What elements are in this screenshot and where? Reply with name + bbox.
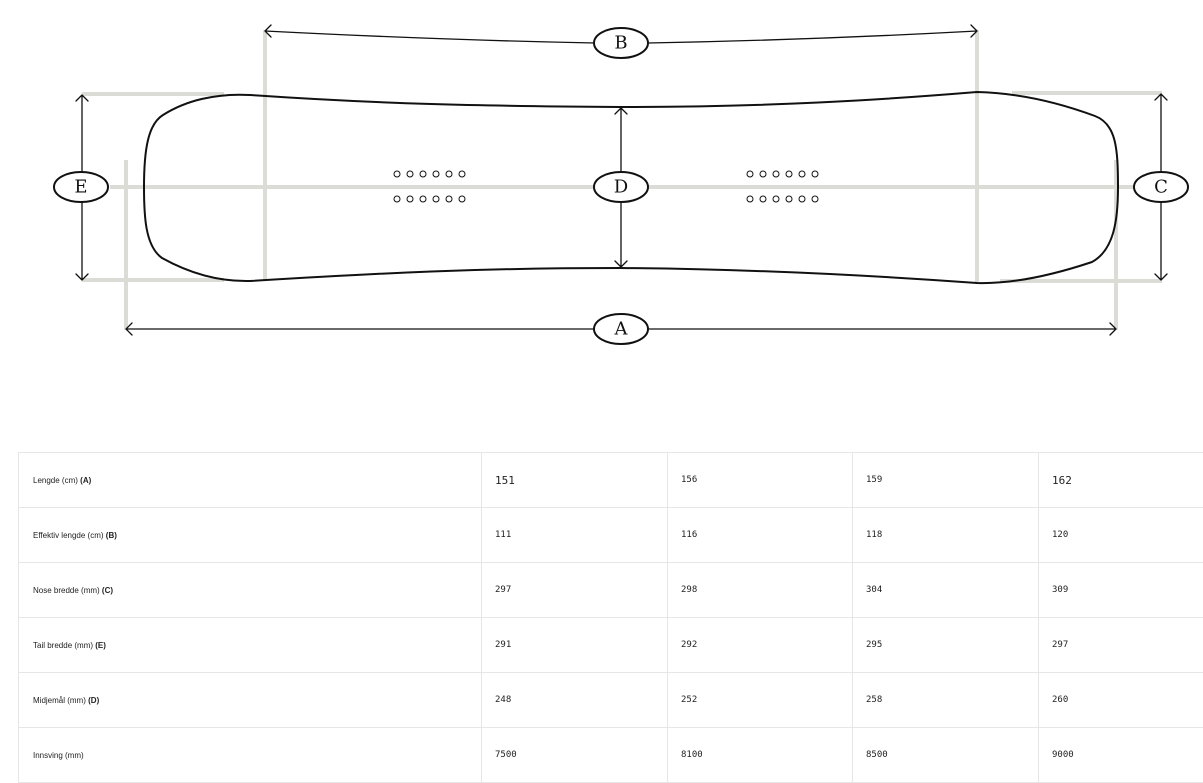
row-label-text: Midjemål (mm) (33, 696, 86, 705)
table-cell: 291 (482, 618, 668, 673)
insert-hole (420, 171, 426, 177)
table-cell: 8500 (853, 728, 1039, 783)
row-label-text: Tail bredde (mm) (33, 641, 93, 650)
table-cell: 162 (1039, 453, 1203, 508)
row-label-text: Lengde (cm) (33, 476, 78, 485)
insert-hole (433, 171, 439, 177)
insert-hole (760, 196, 766, 202)
size-spec-table: Lengde (cm) (A) 151 156 159 162 Effektiv… (18, 452, 1203, 783)
row-label-letter: (A) (80, 476, 91, 485)
insert-hole (747, 171, 753, 177)
row-label: Nose bredde (mm) (C) (19, 563, 482, 618)
table-cell: 8100 (668, 728, 853, 783)
insert-hole (786, 171, 792, 177)
insert-hole (446, 171, 452, 177)
insert-hole (812, 171, 818, 177)
table-cell: 260 (1039, 673, 1203, 728)
insert-hole (433, 196, 439, 202)
table-cell: 159 (853, 453, 1039, 508)
insert-hole (760, 171, 766, 177)
table-cell: 295 (853, 618, 1039, 673)
row-label: Innsving (mm) (19, 728, 482, 783)
insert-hole (420, 196, 426, 202)
insert-hole (407, 171, 413, 177)
label-a: A (614, 319, 629, 340)
table-cell: 309 (1039, 563, 1203, 618)
table-cell: 120 (1039, 508, 1203, 563)
table-row: Lengde (cm) (A) 151 156 159 162 (19, 453, 1203, 508)
insert-hole (394, 196, 400, 202)
insert-hole (407, 196, 413, 202)
insert-hole (747, 196, 753, 202)
table-row: Effektiv lengde (cm) (B) 111 116 118 120 (19, 508, 1203, 563)
row-label-text: Effektiv lengde (cm) (33, 531, 104, 540)
row-label-text: Innsving (mm) (33, 751, 84, 760)
label-b: B (614, 33, 627, 54)
snowboard-dimension-diagram: B A D E C (0, 0, 1203, 400)
row-label-letter: (C) (102, 586, 113, 595)
table-cell: 151 (482, 453, 668, 508)
table-cell: 304 (853, 563, 1039, 618)
table-cell: 9000 (1039, 728, 1203, 783)
diagram-canvas: B A D E C (0, 0, 1203, 400)
row-label: Tail bredde (mm) (E) (19, 618, 482, 673)
table-row: Midjemål (mm) (D) 248 252 258 260 (19, 673, 1203, 728)
insert-hole (773, 171, 779, 177)
table-cell: 298 (668, 563, 853, 618)
table-row: Tail bredde (mm) (E) 291 292 295 297 (19, 618, 1203, 673)
row-label: Lengde (cm) (A) (19, 453, 482, 508)
row-label-letter: (D) (88, 696, 99, 705)
table-cell: 297 (1039, 618, 1203, 673)
table-row: Innsving (mm) 7500 8100 8500 9000 (19, 728, 1203, 783)
table-cell: 116 (668, 508, 853, 563)
insert-hole (786, 196, 792, 202)
table-cell: 248 (482, 673, 668, 728)
insert-hole (446, 196, 452, 202)
row-label: Midjemål (mm) (D) (19, 673, 482, 728)
table-cell: 252 (668, 673, 853, 728)
insert-hole (394, 171, 400, 177)
table-cell: 156 (668, 453, 853, 508)
insert-hole (799, 196, 805, 202)
insert-hole (799, 171, 805, 177)
label-d: D (614, 177, 628, 198)
label-c: C (1154, 177, 1168, 198)
table-cell: 118 (853, 508, 1039, 563)
table-cell: 258 (853, 673, 1039, 728)
insert-hole (459, 196, 465, 202)
insert-hole (459, 171, 465, 177)
row-label-text: Nose bredde (mm) (33, 586, 100, 595)
insert-hole (773, 196, 779, 202)
table-row: Nose bredde (mm) (C) 297 298 304 309 (19, 563, 1203, 618)
row-label-letter: (E) (95, 641, 106, 650)
row-label: Effektiv lengde (cm) (B) (19, 508, 482, 563)
table-cell: 292 (668, 618, 853, 673)
table-cell: 297 (482, 563, 668, 618)
table-cell: 111 (482, 508, 668, 563)
label-e: E (74, 177, 87, 198)
row-label-letter: (B) (106, 531, 117, 540)
insert-hole (812, 196, 818, 202)
table-cell: 7500 (482, 728, 668, 783)
